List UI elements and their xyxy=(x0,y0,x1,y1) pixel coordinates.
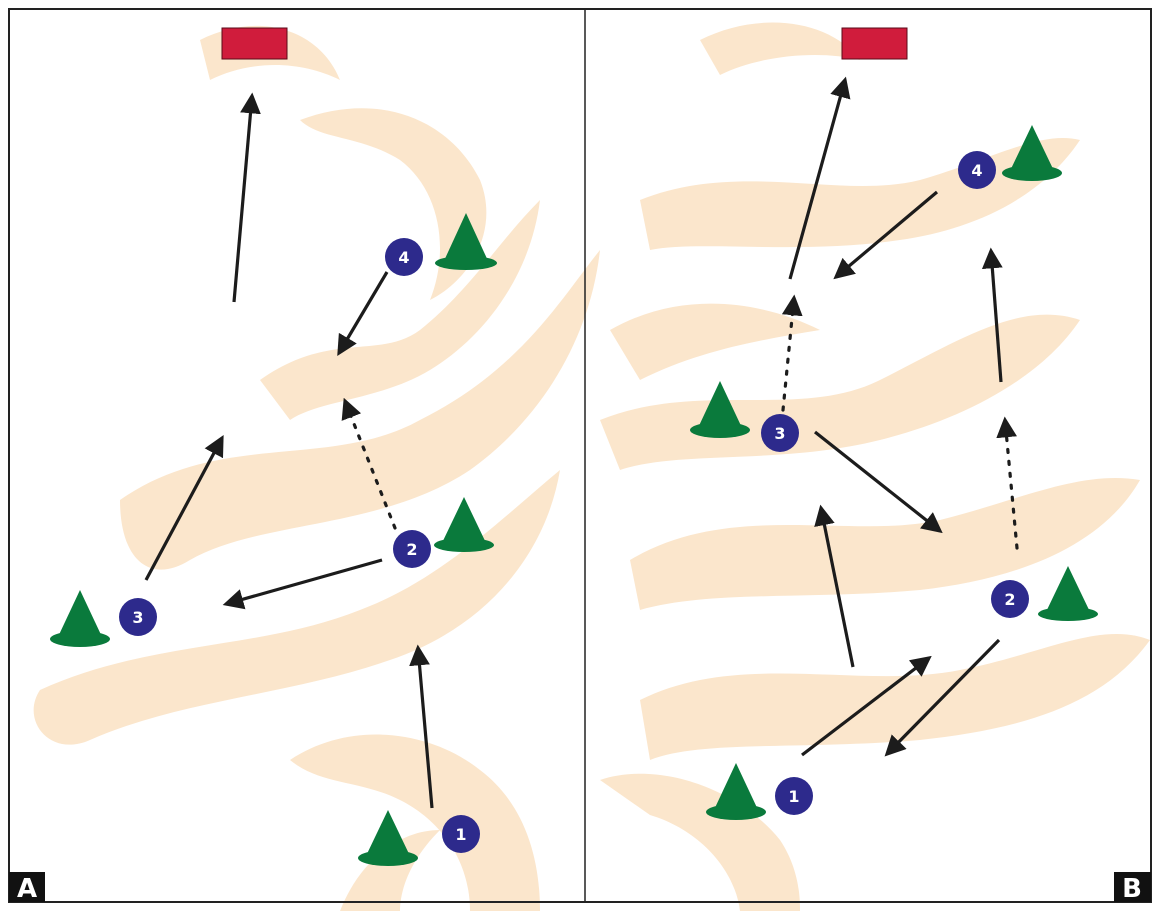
cone-b-2 xyxy=(1038,566,1098,621)
svg-text:B: B xyxy=(1122,874,1142,904)
svg-text:A: A xyxy=(17,874,37,904)
arrow-b-2-pass xyxy=(884,638,1001,757)
panel-a: 4 2 3 1 A xyxy=(9,27,497,904)
svg-text:3: 3 xyxy=(132,608,143,627)
player-b-3: 3 xyxy=(761,414,799,452)
arrow-b-1-run xyxy=(814,504,855,668)
arrow-b-2-dribble xyxy=(996,416,1019,550)
player-b-4: 4 xyxy=(958,151,996,189)
svg-text:3: 3 xyxy=(774,424,785,443)
arrow-a-2-pass xyxy=(222,558,383,610)
cone-a-4 xyxy=(435,213,497,270)
cone-a-2 xyxy=(434,497,494,552)
goal-a xyxy=(221,27,288,60)
cone-a-1 xyxy=(358,810,418,866)
player-b-2: 2 xyxy=(991,580,1029,618)
cone-b-4 xyxy=(1002,125,1062,181)
player-a-3: 3 xyxy=(119,598,157,636)
svg-text:4: 4 xyxy=(971,161,982,180)
svg-text:1: 1 xyxy=(455,825,466,844)
svg-text:2: 2 xyxy=(406,540,417,559)
arrow-b-shot xyxy=(788,76,851,280)
arrow-a-shot xyxy=(232,92,261,303)
arrows-b xyxy=(781,76,1019,757)
goal-b xyxy=(841,27,908,60)
arrow-a-4-pass xyxy=(337,271,389,356)
arrow-a-1-pass xyxy=(409,644,434,809)
field-border xyxy=(8,8,1152,903)
arrow-b-2-run xyxy=(981,247,1003,383)
svg-text:2: 2 xyxy=(1004,590,1015,609)
arrow-b-4-pass xyxy=(833,190,939,280)
panel-label-a: A xyxy=(9,872,45,904)
player-a-2: 2 xyxy=(393,530,431,568)
cone-b-1 xyxy=(706,763,766,820)
arrow-a-3-run xyxy=(144,434,224,581)
player-a-4: 4 xyxy=(385,238,423,276)
panel-label-b: B xyxy=(1114,872,1151,904)
player-a-1: 1 xyxy=(442,815,480,853)
cone-a-3 xyxy=(50,590,110,647)
arrows-a xyxy=(144,92,434,809)
player-b-1: 1 xyxy=(775,777,813,815)
arrow-a-2-dribble xyxy=(341,397,397,530)
arrow-b-3-dribble xyxy=(781,294,803,412)
cone-b-3 xyxy=(690,381,750,438)
svg-text:4: 4 xyxy=(398,248,409,267)
arrow-b-1-pass xyxy=(801,655,932,757)
svg-text:1: 1 xyxy=(788,787,799,806)
panel-b: 4 3 2 1 B xyxy=(690,27,1151,904)
arrow-b-3-pass xyxy=(814,430,943,534)
